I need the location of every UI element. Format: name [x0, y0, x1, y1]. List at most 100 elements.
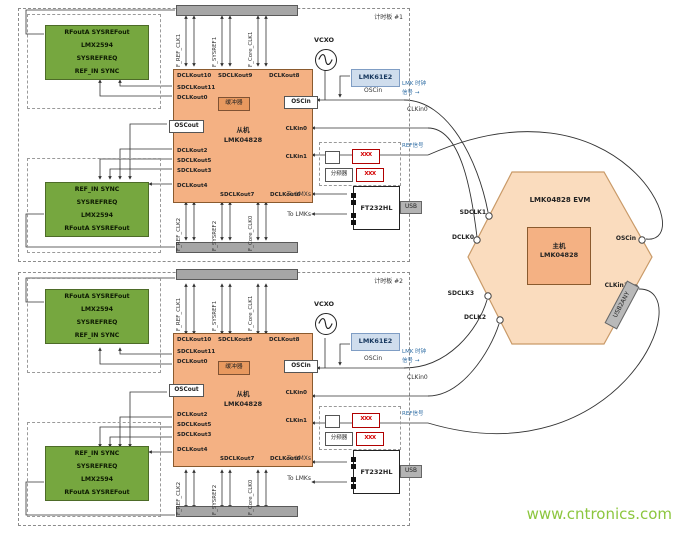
- lmx-region-top: [27, 14, 161, 109]
- usb-tag: USB: [400, 201, 422, 214]
- chip-role: 从机: [236, 126, 250, 134]
- divider-region: XXX 分频器 XXX: [319, 142, 401, 186]
- board-label: 计时板 #1: [374, 14, 403, 21]
- lmx2594-bottom-box: REF_IN SYNC SYSREFREQ LMX2594 RFoutA SYS…: [45, 446, 149, 501]
- lmx2594-top-box: RFoutA SYSREFout LMX2594 SYSREFREQ REF_I…: [45, 25, 149, 80]
- ft-pin: [351, 484, 356, 489]
- lmk-signal-label: LMK 时钟: [402, 81, 427, 87]
- buffer-box: 缓冲器: [218, 97, 250, 111]
- pin-dclkout8: DCLKout8: [269, 337, 300, 343]
- ft-pin: [351, 457, 356, 462]
- lmx-region-top: [27, 278, 161, 373]
- buffer-box: 缓冲器: [218, 361, 250, 375]
- evm-pin-dclk0: DCLK0: [451, 234, 474, 241]
- edge-connector-bottom: [176, 242, 298, 253]
- pin-sdclkout11: SDCLKout11: [177, 85, 216, 91]
- pin-sdclkout7: SDCLKout7: [220, 192, 255, 198]
- clkin0-net-label: CLKin0: [407, 374, 428, 381]
- pin-clkin1: CLKin1: [285, 418, 307, 424]
- pin-sdclkout5: SDCLKout5: [177, 422, 212, 428]
- trace-label: F_SYSREF2: [212, 484, 218, 515]
- lmk04828-chip: DCLKout10 SDCLKout9 DCLKout8 SDCLKout11 …: [169, 333, 318, 467]
- trace-label: F_SYSREF1: [212, 36, 218, 67]
- to-lmks-label: To LMKs: [287, 475, 311, 482]
- ref-signal-label: REF信号: [402, 143, 424, 149]
- trace-label: F_REF_CLK2: [176, 217, 182, 251]
- trace-label: F_Core_CLK1: [248, 295, 254, 331]
- pin-dclkout2: DCLKout2: [177, 148, 208, 154]
- vcxo-label: VCXO: [313, 36, 335, 44]
- pin-dclkout6: DCLKout6: [270, 192, 301, 198]
- lmk-signal-label: 信号 →: [402, 90, 420, 96]
- lmk-signal-label: 信号 →: [402, 358, 420, 364]
- evm-chip-role: 主机: [552, 242, 566, 250]
- timing-board-2: 计时板 #2 RFoutA SYSREFout LMX2594 SYSREFRE…: [18, 269, 422, 526]
- trace-label: F_Core_CLK1: [248, 31, 254, 67]
- lmk-signal-label: LMK 时钟: [402, 349, 427, 355]
- board-label: 计时板 #2: [374, 278, 403, 285]
- board-internal-wires: [25, 9, 428, 248]
- pin-dclkout4: DCLKout4: [177, 183, 208, 189]
- lmx2594-bottom-box: REF_IN SYNC SYSREFREQ LMX2594 RFoutA SYS…: [45, 182, 149, 237]
- evm-pin-oscin: OSCin: [615, 235, 636, 242]
- ft-pin: [351, 220, 356, 225]
- edge-connector-bottom: [176, 506, 298, 517]
- pin-dclkout10: DCLKout10: [177, 73, 212, 79]
- divider-region: XXX 分频器 XXX: [319, 406, 401, 450]
- ft-pin: [351, 193, 356, 198]
- trace-label: F_SYSREF1: [212, 300, 218, 331]
- pin-dclkout2: DCLKout2: [177, 412, 208, 418]
- oscin-net-label: OSCin: [364, 355, 383, 362]
- trace-label: F_Core_CLK0: [248, 479, 254, 515]
- to-lmxs-label: To LMXs: [287, 455, 311, 462]
- lmk61e2-box: LMK61E2: [351, 69, 400, 87]
- ft-pin: [351, 200, 356, 205]
- attenuator-marker: XXX: [352, 149, 380, 164]
- ft232hl-box: FT232HL: [351, 450, 400, 494]
- pin-oscin-box: OSCin: [284, 96, 318, 109]
- pin-dclkout6: DCLKout6: [270, 456, 301, 462]
- switch-box: [325, 415, 340, 428]
- pin-sdclkout9: SDCLKout9: [218, 337, 253, 343]
- pin-clkin0: CLKin0: [285, 126, 307, 132]
- attenuator-marker: XXX: [352, 413, 380, 428]
- frequency-divider-box: 分频器: [325, 168, 353, 182]
- ft-pin: [351, 213, 356, 218]
- evm-chip-part-number: LMK04828: [539, 251, 579, 259]
- pin-dclkout0: DCLKout0: [177, 359, 208, 365]
- pin-oscin-box: OSCin: [284, 360, 318, 373]
- lmx-region-bottom: [27, 158, 161, 253]
- edge-connector-top: [176, 269, 298, 280]
- board-to-evm-wires: [403, 99, 663, 434]
- chip-part-number: LMK04828: [223, 136, 263, 144]
- trace-label: F_REF_CLK1: [176, 297, 182, 331]
- lmx-region-bottom: [27, 422, 161, 517]
- chip-role: 从机: [236, 390, 250, 398]
- pin-sdclkout7: SDCLKout7: [220, 456, 255, 462]
- ft-pin: [351, 477, 356, 482]
- vcxo-oscillator-icon: [315, 313, 337, 335]
- usb-tag: USB: [400, 465, 422, 478]
- attenuator-marker: XXX: [356, 168, 384, 182]
- pin-oscout-box: OSCout: [169, 120, 204, 133]
- pin-dclkout10: DCLKout10: [177, 337, 212, 343]
- pin-dclkout4: DCLKout4: [177, 447, 208, 453]
- pin-sdclkout11: SDCLKout11: [177, 349, 216, 355]
- vcxo-label: VCXO: [313, 300, 335, 308]
- lmk61e2-box: LMK61E2: [351, 333, 400, 351]
- frequency-divider-box: 分频器: [325, 432, 353, 446]
- pin-dclkout0: DCLKout0: [177, 95, 208, 101]
- to-lmxs-label: To LMXs: [287, 191, 311, 198]
- pin-oscout-box: OSCout: [169, 384, 204, 397]
- evm-pin-clkin1: CLKin1: [604, 282, 628, 289]
- trace-label: F_REF_CLK2: [176, 481, 182, 515]
- evm-master-chip: 主机 LMK04828: [527, 227, 591, 285]
- watermark: www.cntronics.com: [526, 505, 672, 523]
- switch-box: [325, 151, 340, 164]
- evm-pin-dclk2: DCLK2: [463, 314, 486, 321]
- ref-signal-label: REF信号: [402, 411, 424, 417]
- evm-pin-circles: [473, 212, 646, 324]
- ft-pin: [351, 464, 356, 469]
- trace-label: F_Core_CLK0: [248, 215, 254, 251]
- evm-pin-sdclk3: SDCLK3: [447, 290, 474, 297]
